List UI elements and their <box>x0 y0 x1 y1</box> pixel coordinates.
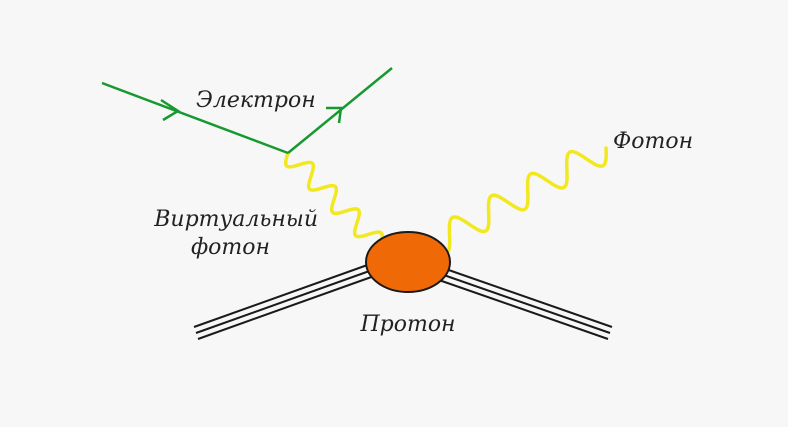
electron-label: Электрон <box>196 88 316 113</box>
incoming-proton-line-1 <box>193 262 374 328</box>
virtual-photon-label-line1: Виртуальный <box>153 207 318 232</box>
outgoing-electron-arrow-icon <box>326 106 343 124</box>
virtual-photon-wave <box>283 151 385 248</box>
incoming-proton-line-2 <box>195 268 376 334</box>
proton-blob <box>365 231 451 293</box>
photon-label: Фотон <box>613 129 693 154</box>
incoming-electron-arrow-icon <box>160 98 181 122</box>
incoming-proton-lines <box>193 262 378 340</box>
outgoing-proton-line-3 <box>435 278 609 340</box>
outgoing-proton-lines <box>435 266 613 340</box>
electron-lines <box>101 67 393 155</box>
proton-label: Протон <box>359 312 455 337</box>
outgoing-proton-line-1 <box>439 266 613 328</box>
virtual-photon-label-line2: фотон <box>191 235 270 260</box>
photon-wave <box>428 146 608 256</box>
incoming-proton-line-3 <box>197 274 378 340</box>
incoming-electron-line <box>101 81 289 155</box>
outgoing-proton-line-2 <box>437 272 611 334</box>
